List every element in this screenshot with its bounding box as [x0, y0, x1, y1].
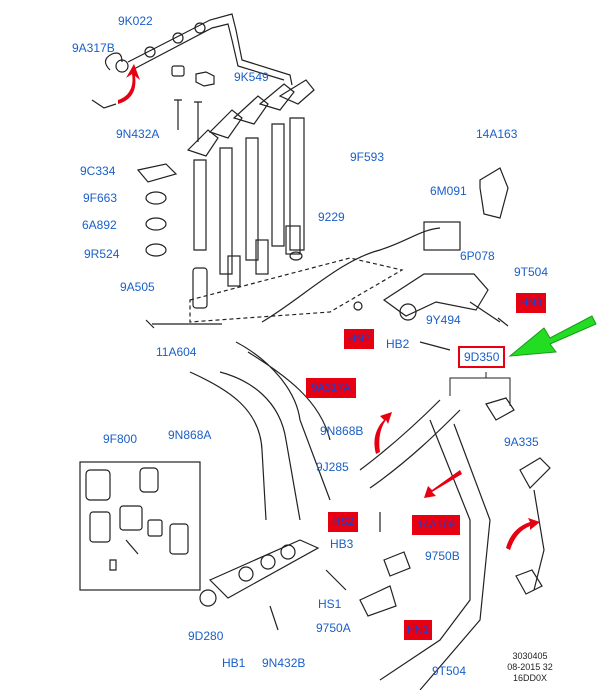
- return-hose-right: [359, 399, 491, 690]
- label-9T504-top: 9T504: [514, 265, 549, 279]
- reference-line-2: 08-2015 32: [507, 662, 553, 672]
- label-9F800: 9F800: [103, 432, 138, 446]
- label-9229: 9229: [318, 210, 345, 224]
- tag-hn2: HN2: [344, 329, 374, 349]
- label-9N432A: 9N432A: [116, 127, 160, 141]
- reference-line-1: 3030405: [512, 651, 548, 661]
- label-11A604: 11A604: [156, 345, 197, 359]
- label-6P078: 6P078: [460, 249, 495, 263]
- label-9F663: 9F663: [83, 191, 118, 205]
- label-9N868A: 9N868A: [168, 428, 212, 442]
- label-6M091: 6M091: [430, 184, 467, 198]
- label-6A892: 6A892: [82, 218, 117, 232]
- label-HB1: HB1: [222, 656, 246, 670]
- tag-14a169: 14A169: [412, 515, 460, 535]
- label-9T504-bottom: 9T504: [432, 664, 467, 678]
- label-9C334: 9C334: [80, 164, 116, 178]
- label-9K549: 9K549: [234, 70, 269, 84]
- label-9A317B: 9A317B: [72, 41, 115, 55]
- label-14A163: 14A163: [476, 127, 518, 141]
- reference-code: 3030405 08-2015 32 16DD0X: [500, 651, 560, 684]
- red-arrows: [118, 64, 540, 550]
- label-9R524: 9R524: [84, 247, 120, 261]
- hp-pipe: [189, 341, 331, 521]
- tag-hn3: HN3: [516, 293, 546, 313]
- label-9K022: 9K022: [118, 14, 153, 28]
- injector-group: [186, 79, 315, 309]
- label-9D280: 9D280: [188, 629, 224, 643]
- callout-9d350: 9D350: [458, 346, 506, 368]
- label-9Y494: 9Y494: [426, 313, 461, 327]
- label-9N432B: 9N432B: [262, 656, 306, 670]
- label-HB3: HB3: [330, 537, 354, 551]
- label-9A505: 9A505: [120, 280, 155, 294]
- tag-hn1: HN1: [404, 620, 432, 640]
- label-HS1: HS1: [318, 597, 342, 611]
- reference-line-3: 16DD0X: [512, 673, 548, 683]
- label-9N868B: 9N868B: [320, 424, 364, 438]
- return-hose-inner: [131, 23, 285, 81]
- tag-9a317a: 9A317A: [306, 378, 356, 398]
- label-9F593: 9F593: [350, 150, 385, 164]
- label-9A335: 9A335: [504, 435, 539, 449]
- return-hose: [127, 13, 293, 86]
- tag-hs2: HS2: [328, 512, 358, 532]
- label-HB2: HB2: [386, 337, 410, 351]
- green-arrow: [508, 315, 597, 357]
- label-9750B: 9750B: [425, 549, 460, 563]
- label-9750A: 9750A: [316, 621, 351, 635]
- label-9J285: 9J285: [316, 460, 349, 474]
- clip: [91, 52, 123, 109]
- fuel-rail: [208, 539, 320, 599]
